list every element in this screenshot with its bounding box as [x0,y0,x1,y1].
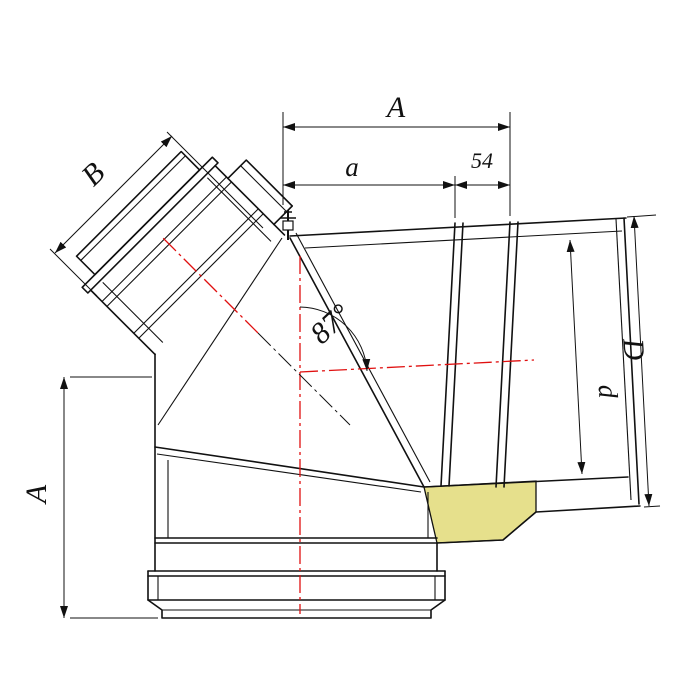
centerlines [161,236,535,614]
base-flange [147,570,446,619]
horizontal-centerline [299,359,535,373]
label-A-top: A [385,91,406,124]
label-54: 54 [471,148,493,173]
pipe-top-edge [289,217,627,237]
insulation-section [423,480,537,544]
pipe-joint-2 [495,221,519,488]
dim-line-B [54,135,173,254]
label-d: d [593,384,624,400]
wingnut-bolt [280,210,296,240]
branch-centerline [161,236,259,334]
label-a: a [345,152,359,182]
pipe-joint-1 [440,222,464,487]
extension-lines [49,112,661,619]
dim-line-D [630,215,653,507]
inspection-branch [75,150,294,356]
label-B: B [75,156,111,192]
dimension-lines [54,123,653,618]
label-angle: 87° [304,298,357,351]
angle-arc [299,306,371,372]
label-D: D [616,336,651,361]
label-A-left: A [20,484,53,505]
axis-extension-dashline [257,332,351,426]
dim-line-d [566,239,586,475]
elbow-body [154,217,641,572]
hatch-box [227,159,294,226]
